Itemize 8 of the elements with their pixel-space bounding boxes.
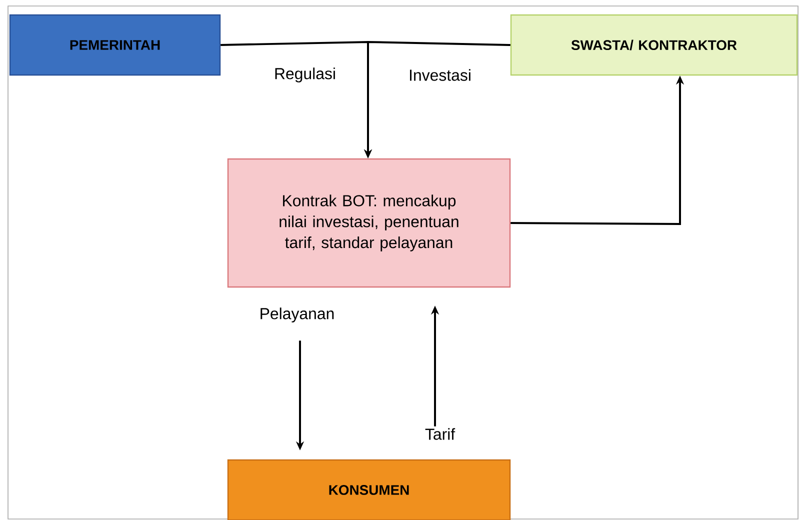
edge-label: Regulasi — [273, 66, 338, 84]
edge-label: Pelayanan — [258, 306, 336, 324]
contract-box: Kontrak BOT: mencakup nilai investasi, penentuan tarif, standar pelayanan — [227, 158, 511, 288]
edge-label: Investasi — [408, 68, 472, 82]
process-box: KONSUMEN — [227, 459, 511, 520]
process-box: PEMERINTAH — [9, 14, 221, 76]
edge-label: Tarif — [424, 427, 456, 441]
process-box: SWASTA/ KONTRAKTOR — [510, 14, 798, 76]
